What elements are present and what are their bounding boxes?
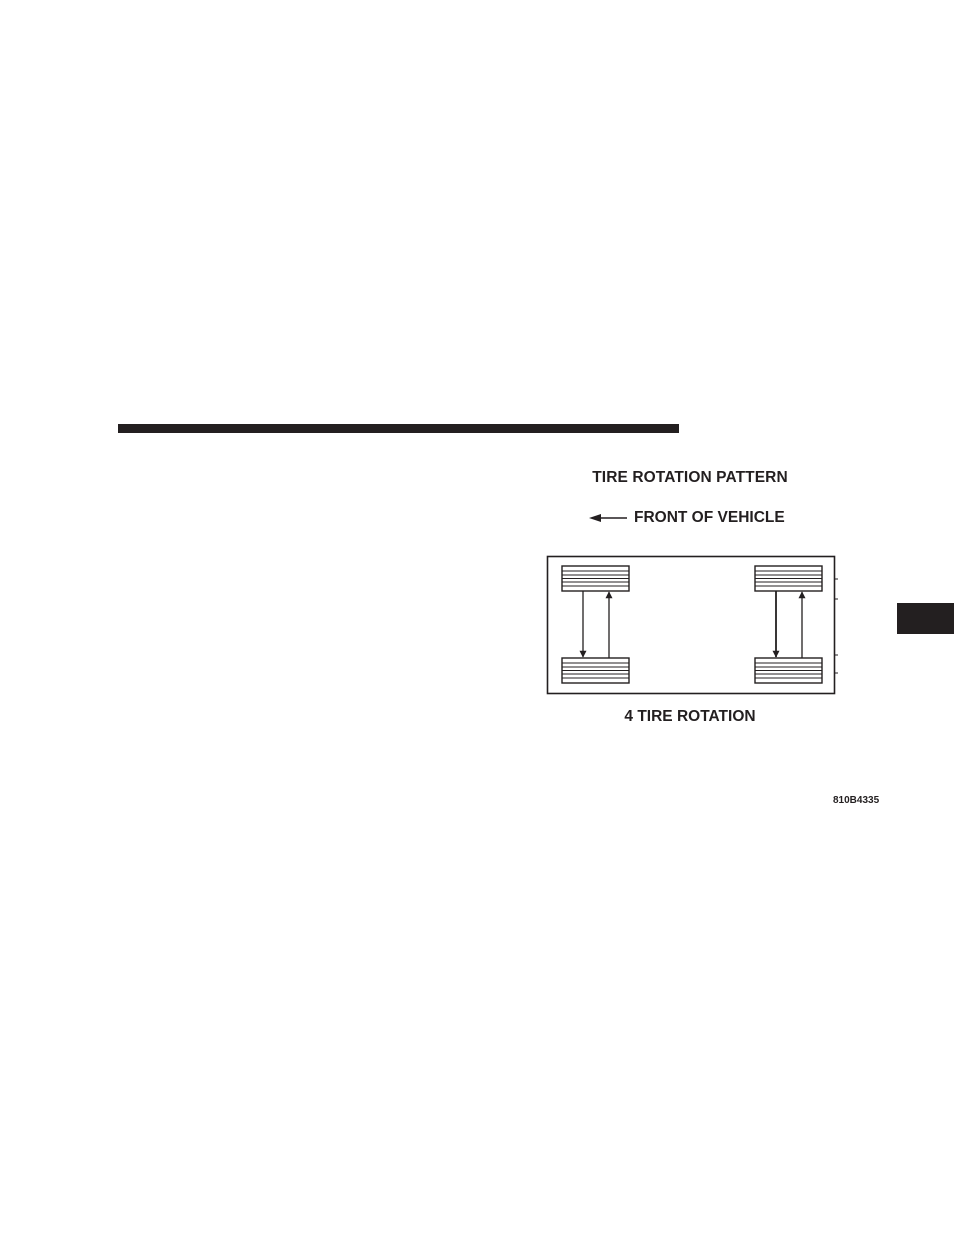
edge-ticks — [834, 578, 838, 674]
diagram-caption: 4 TIRE ROTATION — [624, 708, 756, 725]
figure-code: 810B4335 — [833, 795, 880, 806]
tire-front-right — [754, 565, 823, 592]
diagram-title: TIRE ROTATION PATTERN — [592, 469, 788, 486]
vehicle-outline — [546, 555, 836, 695]
tire-rear-left — [561, 657, 630, 684]
tire-rotation-diagram — [546, 555, 838, 695]
chapter-thumb-tab — [897, 603, 954, 634]
section-header-rule — [118, 424, 679, 433]
front-direction-arrow-icon — [589, 514, 627, 522]
tire-rear-right — [754, 657, 823, 684]
tire-front-left — [561, 565, 630, 592]
front-of-vehicle-label: FRONT OF VEHICLE — [634, 509, 785, 526]
